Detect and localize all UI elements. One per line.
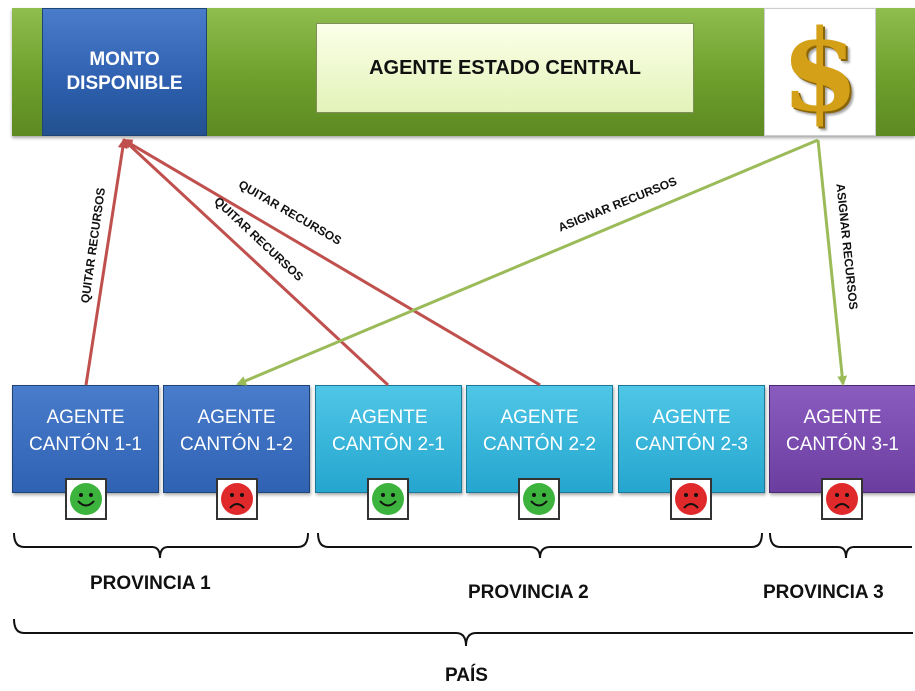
asignar-label-2: ASIGNAR RECURSOS — [833, 183, 860, 310]
agent-canton-2-3: AGENTE CANTÓN 2-3 — [618, 385, 765, 493]
agent-canton-2-2: AGENTE CANTÓN 2-2 — [466, 385, 613, 493]
sad-face-icon — [821, 478, 863, 520]
quitar-label-1: QUITAR RECURSOS — [78, 187, 108, 304]
monto-disponible-box: MONTO DISPONIBLE — [42, 8, 207, 136]
sad-face-icon — [670, 478, 712, 520]
provincia-2-label: PROVINCIA 2 — [468, 582, 589, 603]
provincia-3-label: PROVINCIA 3 — [763, 582, 884, 603]
brace-provincia-2 — [317, 532, 763, 559]
brace-provincia-1 — [13, 532, 309, 559]
dollar-icon: $ — [764, 8, 876, 136]
happy-face-icon — [65, 478, 107, 520]
agente-estado-central-box: AGENTE ESTADO CENTRAL — [316, 23, 694, 113]
brace-provincia-3 — [769, 532, 912, 559]
happy-face-icon — [518, 478, 560, 520]
quitar-arrow-2-1 — [122, 138, 390, 387]
agent-canton-1-1: AGENTE CANTÓN 1-1 — [12, 385, 159, 493]
happy-face-icon — [367, 478, 409, 520]
agent-canton-3-1: AGENTE CANTÓN 3-1 — [769, 385, 915, 493]
quitar-arrow-1-1 — [84, 138, 128, 386]
quitar-arrow-2-2 — [122, 138, 541, 387]
pais-label: PAÍS — [445, 665, 488, 686]
brace-pais — [13, 618, 913, 647]
sad-face-icon — [216, 478, 258, 520]
asignar-arrow-1-2 — [236, 138, 819, 386]
provincia-1-label: PROVINCIA 1 — [90, 573, 211, 594]
agent-canton-1-2: AGENTE CANTÓN 1-2 — [163, 385, 310, 493]
dollar-symbol: $ — [781, 6, 859, 137]
agent-canton-2-1: AGENTE CANTÓN 2-1 — [315, 385, 462, 493]
asignar-arrow-3-1 — [816, 139, 848, 386]
